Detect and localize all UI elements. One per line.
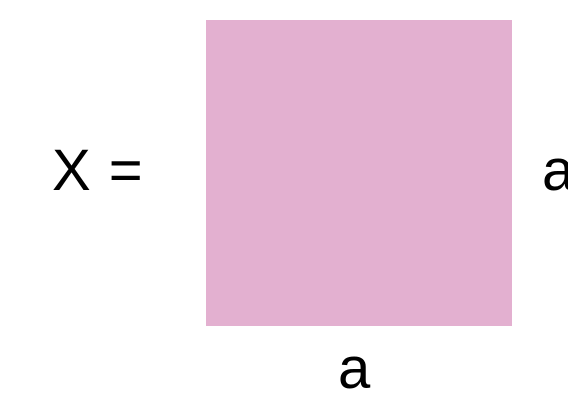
side-label-right: a [542,138,568,203]
pink-square [206,20,512,326]
equals-sign: = [108,138,143,203]
side-label-bottom: a [338,336,371,396]
variable-x: X [52,138,91,203]
equation-lhs: X= [52,142,143,200]
